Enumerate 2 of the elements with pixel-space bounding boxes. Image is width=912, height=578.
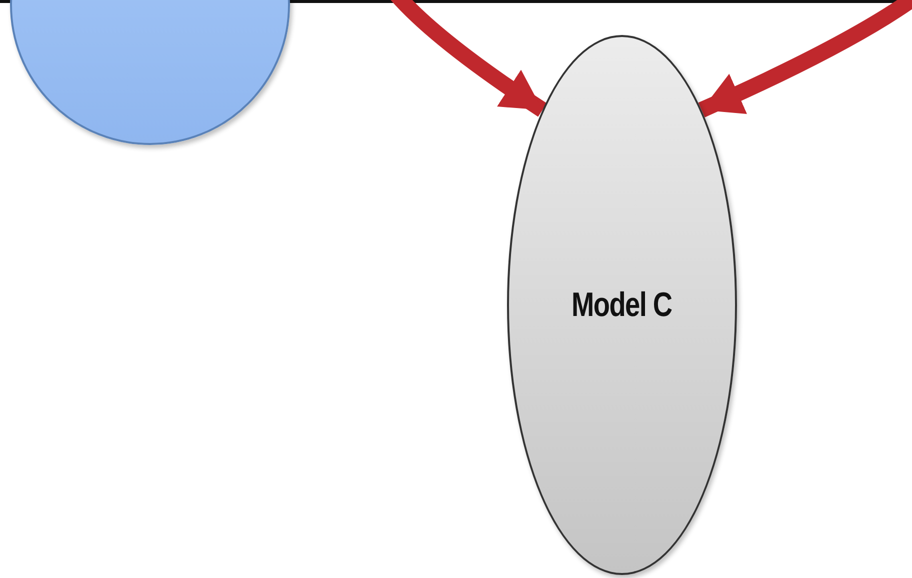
arrow	[698, 0, 912, 118]
node-label: Model C	[572, 286, 672, 324]
